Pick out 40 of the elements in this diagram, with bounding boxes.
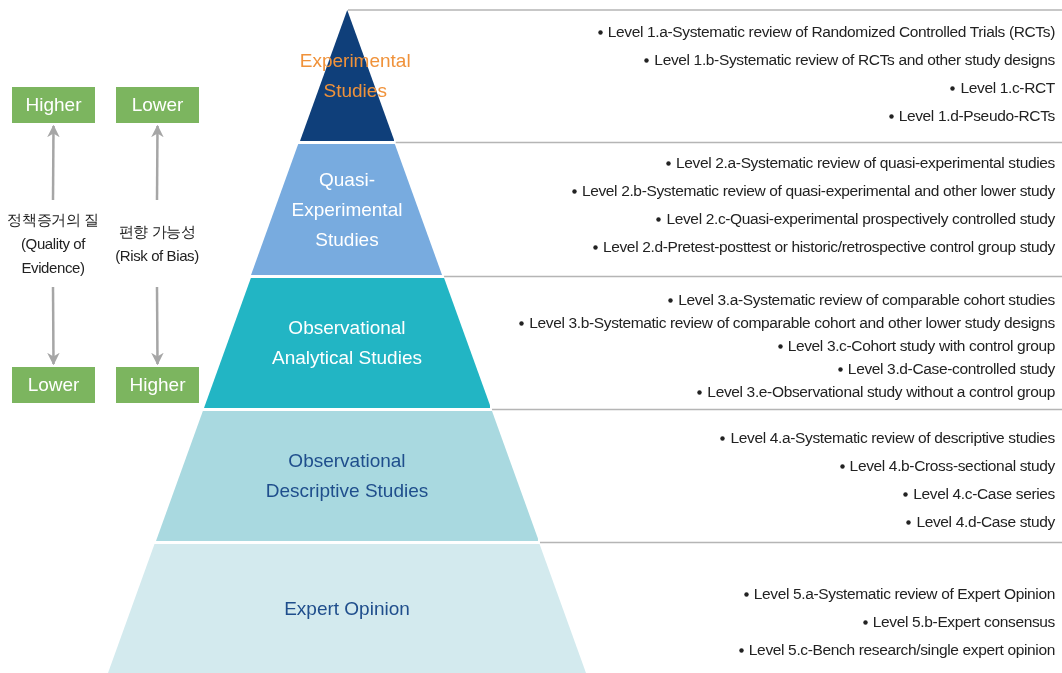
rating-box: Higher [12,87,95,123]
arrow [151,287,164,366]
level-item: Level 5.b-Expert consensus [872,612,1055,632]
level-item: Level 3.d-Case-controlled study [847,359,1055,379]
rating-box: Lower [116,87,199,123]
tier-label: Observational Descriptive Studies [264,449,430,503]
level-item: Level 3.e-Observational study without a control group [707,382,1055,402]
level-item: Level 2.b-Systematic review of quasi-experimental and other lower study [581,181,1055,201]
level-item: Level 1.b-Systematic review of RCTs and other study designs [654,50,1055,70]
level-item: Level 1.d-Pseudo-RCTs [898,106,1055,126]
level-item: Level 1.a-Systematic review of Randomized Controlled Trials (RCTs) [607,22,1055,42]
arrow [47,124,60,200]
level-item: Level 1.c-RCT [960,78,1055,98]
axis-label: (Risk of Bias) [115,245,199,266]
level-item: Level 2.d-Pretest-posttest or historic/retrospective control group study [602,237,1055,257]
pyramid-tier [251,144,443,275]
level-item: Level 4.c-Case series [913,484,1055,504]
level-item: Level 4.d-Case study [916,512,1055,532]
pyramid-tier [155,411,539,541]
level-item: Level 4.a-Systematic review of descriptive studies [730,428,1055,448]
level-item: Level 2.a-Systematic review of quasi-experimental studies [676,153,1055,173]
rating-box: Lower [12,367,95,403]
level-item: Level 4.b-Cross-sectional study [849,456,1055,476]
axis-label: 정책증거의 질 [7,209,99,230]
arrow [47,287,60,366]
pyramid-tier [203,278,491,408]
arrow [151,124,164,200]
axis-label: 편향 가능성 [118,221,196,242]
tier-label: Quasi-Experimental Studies [290,167,404,252]
level-item: Level 2.c-Quasi-experimental prospectively controlled study [666,209,1055,229]
level-item: Level 5.c-Bench research/single expert opinion [748,640,1055,660]
pyramid-tier [108,544,586,673]
level-item: Level 3.b-Systematic review of comparable cohort and other lower study designs [529,313,1055,333]
level-item: Level 3.c-Cohort study with control group [787,336,1055,356]
level-item: Level 5.a-Systematic review of Expert Opinion [753,584,1055,604]
axis-label: (Quality of Evidence) [20,233,87,278]
level-item: Level 3.a-Systematic review of comparable cohort studies [678,290,1055,310]
tier-label: Expert Opinion [284,596,410,621]
tier-label: Observational Analytical Studies [271,316,423,370]
rating-box: Higher [116,367,199,403]
